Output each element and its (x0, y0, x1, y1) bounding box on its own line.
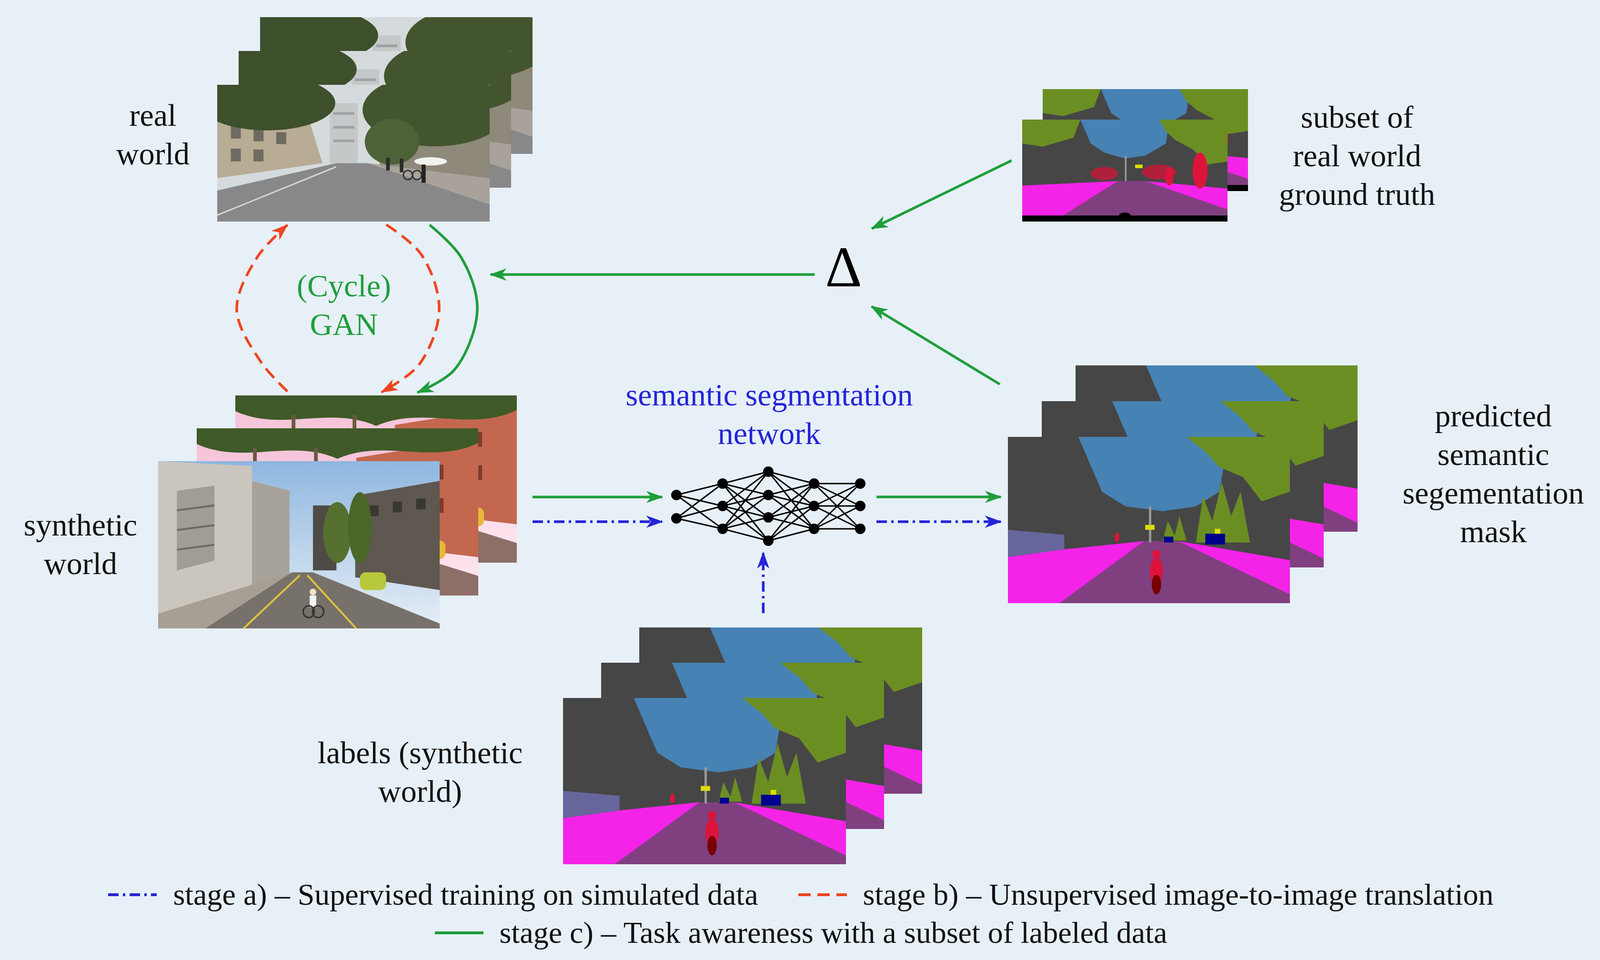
node-label: (Cycle) GAN (281, 266, 406, 344)
legend-item: stage a) – Supervised training on simula… (106, 875, 758, 914)
network-neurons (671, 466, 866, 546)
network-links (676, 471, 861, 541)
legend-line-sample (108, 893, 157, 896)
difference-symbol: Δ (820, 231, 867, 304)
legend-item: stage c) – Task awareness with a subset … (432, 913, 1168, 952)
connector (532, 495, 663, 499)
legend-row: stage c) – Task awareness with a subset … (0, 913, 1600, 952)
render (158, 461, 440, 629)
legend-swatch (106, 887, 159, 902)
connector (236, 224, 288, 392)
synthetic-renders (158, 395, 517, 629)
legend-label: stage b) – Unsupervised image-to-image t… (863, 875, 1494, 914)
node-label: real world (105, 95, 201, 173)
connector (871, 306, 1000, 384)
illustration-part (671, 489, 682, 501)
illustration-part (717, 478, 728, 489)
connector (876, 495, 1001, 499)
photo (199, 73, 508, 222)
image-stack: predicted semantic segementation mask (1007, 365, 1358, 604)
legend-label: stage c) – Task awareness with a subset … (499, 913, 1168, 952)
illustration-part (717, 523, 728, 534)
image-stack: real world (217, 17, 534, 222)
connector (876, 520, 1001, 524)
real-world-photos (199, 5, 551, 222)
legend-line-sample (434, 931, 484, 935)
legend: stage a) – Supervised training on simula… (0, 875, 1600, 952)
network-graphic (671, 466, 866, 546)
illustration-part (808, 478, 820, 489)
connector (417, 224, 478, 393)
legend-row: stage a) – Supervised training on simula… (0, 875, 1600, 914)
illustration-part (808, 523, 820, 534)
synthetic-label-masks (563, 627, 923, 865)
node-label: semantic segmentation network (614, 375, 925, 453)
connector (490, 272, 815, 276)
connector (381, 224, 440, 393)
connector (532, 520, 663, 524)
connector (871, 160, 1012, 229)
legend-line-sample (798, 893, 847, 896)
image-stack: labels (synthetic world) (563, 627, 924, 865)
node-label: Δ (825, 235, 862, 299)
illustration-part (808, 500, 820, 512)
connector (762, 552, 765, 614)
node-label: labels (synthetic world) (308, 733, 533, 811)
legend-swatch (432, 925, 486, 940)
legend-item: stage b) – Unsupervised image-to-image t… (796, 875, 1494, 914)
illustration-part (671, 513, 682, 524)
mask (1007, 436, 1290, 604)
network-symbol: semantic segmentation network (666, 464, 872, 548)
illustration-part (763, 489, 774, 501)
image-stack: synthetic world (158, 394, 519, 629)
illustration-part (855, 478, 866, 489)
ground-truth-masks (1022, 89, 1248, 222)
node-label: subset of real world ground truth (1275, 97, 1440, 214)
legend-swatch (796, 887, 849, 902)
node-label: predicted semantic segementation mask (1393, 396, 1594, 551)
gan-block: (Cycle) GAN (257, 247, 486, 363)
illustration-part (763, 466, 774, 477)
illustration-part (763, 512, 774, 523)
legend-label: stage a) – Supervised training on simula… (172, 875, 758, 914)
image-stack: subset of real world ground truth (1022, 89, 1248, 222)
illustration-part (717, 500, 728, 512)
illustration-part (855, 500, 866, 512)
mask (563, 697, 846, 865)
predicted-masks (1007, 365, 1358, 604)
illustration-part (855, 523, 866, 534)
node-label: synthetic world (4, 505, 157, 583)
illustration-part (763, 535, 774, 546)
mask (1022, 119, 1228, 222)
